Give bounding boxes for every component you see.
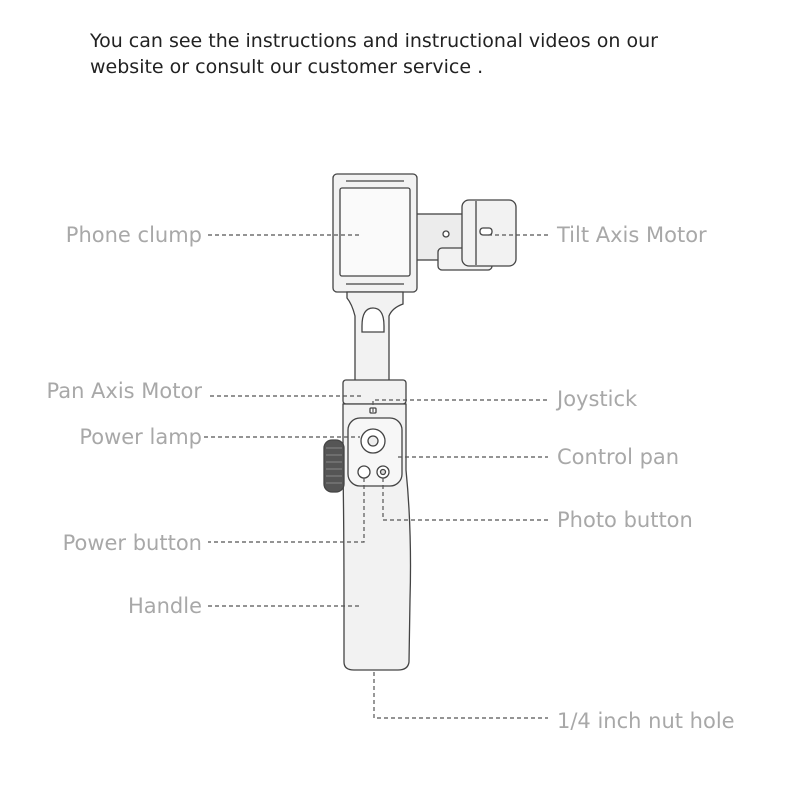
label-phone-clump: Phone clump	[65, 223, 202, 247]
leader-power-button	[208, 478, 365, 543]
zoom-wheel-part	[323, 439, 345, 493]
label-photo-button: Photo button	[557, 508, 693, 532]
gimbal-device	[323, 173, 517, 671]
phone-clamp-part	[332, 173, 418, 293]
label-nut-hole: 1/4 inch nut hole	[557, 709, 735, 733]
instructions-line-1: You can see the instructions and instruc…	[90, 30, 658, 52]
leader-lines	[204, 234, 548, 719]
label-handle: Handle	[127, 594, 202, 618]
arm-part	[346, 291, 404, 383]
tilt-axis-motor-part	[411, 199, 517, 271]
power-button-part	[357, 465, 371, 479]
leader-nut-hole	[373, 672, 548, 719]
label-power-lamp: Power lamp	[79, 425, 202, 449]
instructions-text: You can see the instructions and instruc…	[90, 28, 730, 80]
label-tilt-axis-motor: Tilt Axis Motor	[557, 223, 707, 247]
label-power-button: Power button	[62, 531, 202, 555]
leader-photo-button	[382, 478, 548, 521]
instructions-line-2: website or consult our customer service …	[90, 56, 484, 78]
label-control-pan: Control pan	[557, 445, 680, 469]
label-pan-axis-motor: Pan Axis Motor	[46, 379, 202, 403]
leader-joystick	[372, 399, 548, 412]
label-joystick: Joystick	[557, 387, 638, 411]
